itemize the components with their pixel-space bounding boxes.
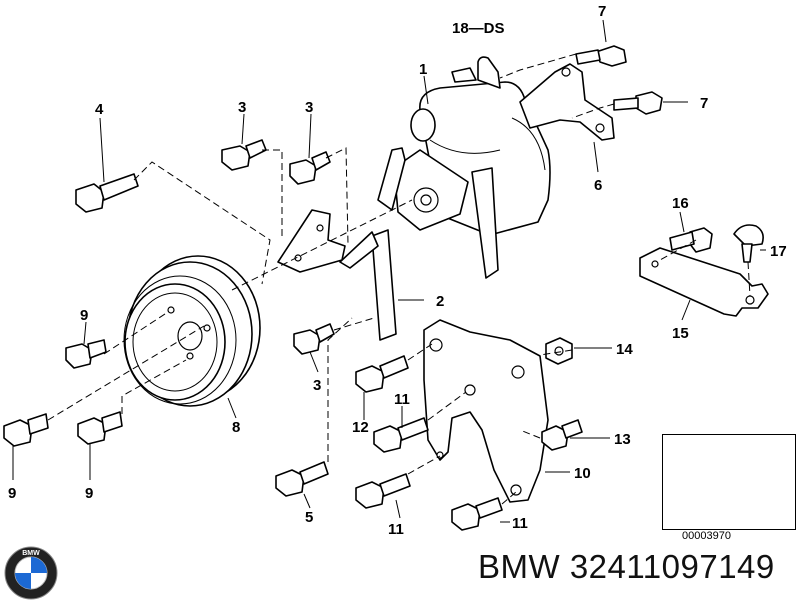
bolt-3-right [289,151,331,185]
callout-9-left: 9 [8,485,16,502]
leader-lines [12,19,766,523]
callout-16: 16 [672,195,689,212]
callout-15: 15 [672,325,689,342]
callout-14: 14 [616,341,633,358]
bolt-3-left [221,139,267,171]
power-steering-pump [377,56,551,279]
bolt-11-upper [373,417,429,453]
main-bracket [423,319,549,503]
bolt-11-lower [451,497,503,531]
assembly-lines [47,53,751,505]
inset-reference-code: 00003970 [682,530,731,542]
bolt-12 [355,355,409,393]
bolt-4 [75,173,139,213]
part-number-caption: BMW 32411097149 [478,548,775,585]
callout-10: 10 [574,465,591,482]
nut-14 [545,337,573,365]
bolt-13 [541,419,583,451]
callout-12: 12 [352,419,369,436]
callout-7-top: 7 [598,3,606,20]
callout-11-upper: 11 [394,391,410,408]
pump-bracket [519,63,615,141]
bolt-3-lower [293,323,335,355]
bolt-17 [733,224,764,263]
callout-3-right: 3 [305,99,313,116]
bolt-9-upper [65,339,107,369]
callout-6: 6 [594,177,602,194]
spacer-plate-2 [339,229,397,341]
callout-8: 8 [232,419,240,436]
bolt-16 [669,227,713,253]
callout-5: 5 [305,509,313,526]
callout-1: 1 [419,61,427,78]
callout-11-lower: 11 [512,515,528,532]
callout-7-side: 7 [700,95,708,112]
callout-11-middle: 11 [388,521,404,538]
group-code-label: 18—DS [452,20,505,37]
adapter-plate [277,209,346,273]
callout-17: 17 [770,243,787,260]
callout-4: 4 [95,101,104,118]
bolt-7-side [613,91,663,115]
callout-13: 13 [614,431,631,448]
callout-3-left: 3 [238,99,246,116]
callout-numbers: 7 1 7 6 4 3 3 2 3 9 9 9 8 12 11 11 11 5 … [8,3,787,538]
callout-3-lower: 3 [313,377,321,394]
bolt-7-top [575,45,627,67]
bmw-logo: BMW [4,546,58,600]
location-inset-frame [662,434,796,530]
callout-9-upper: 9 [80,307,88,324]
bolt-5 [275,461,329,497]
bolt-9-mid [77,411,123,445]
callout-9-mid: 9 [85,485,93,502]
callout-2: 2 [436,293,444,310]
bolt-11-middle [355,473,411,509]
bolt-9-left [3,413,49,447]
pulley [123,255,261,407]
bmw-logo-lettering: BMW [22,550,40,557]
